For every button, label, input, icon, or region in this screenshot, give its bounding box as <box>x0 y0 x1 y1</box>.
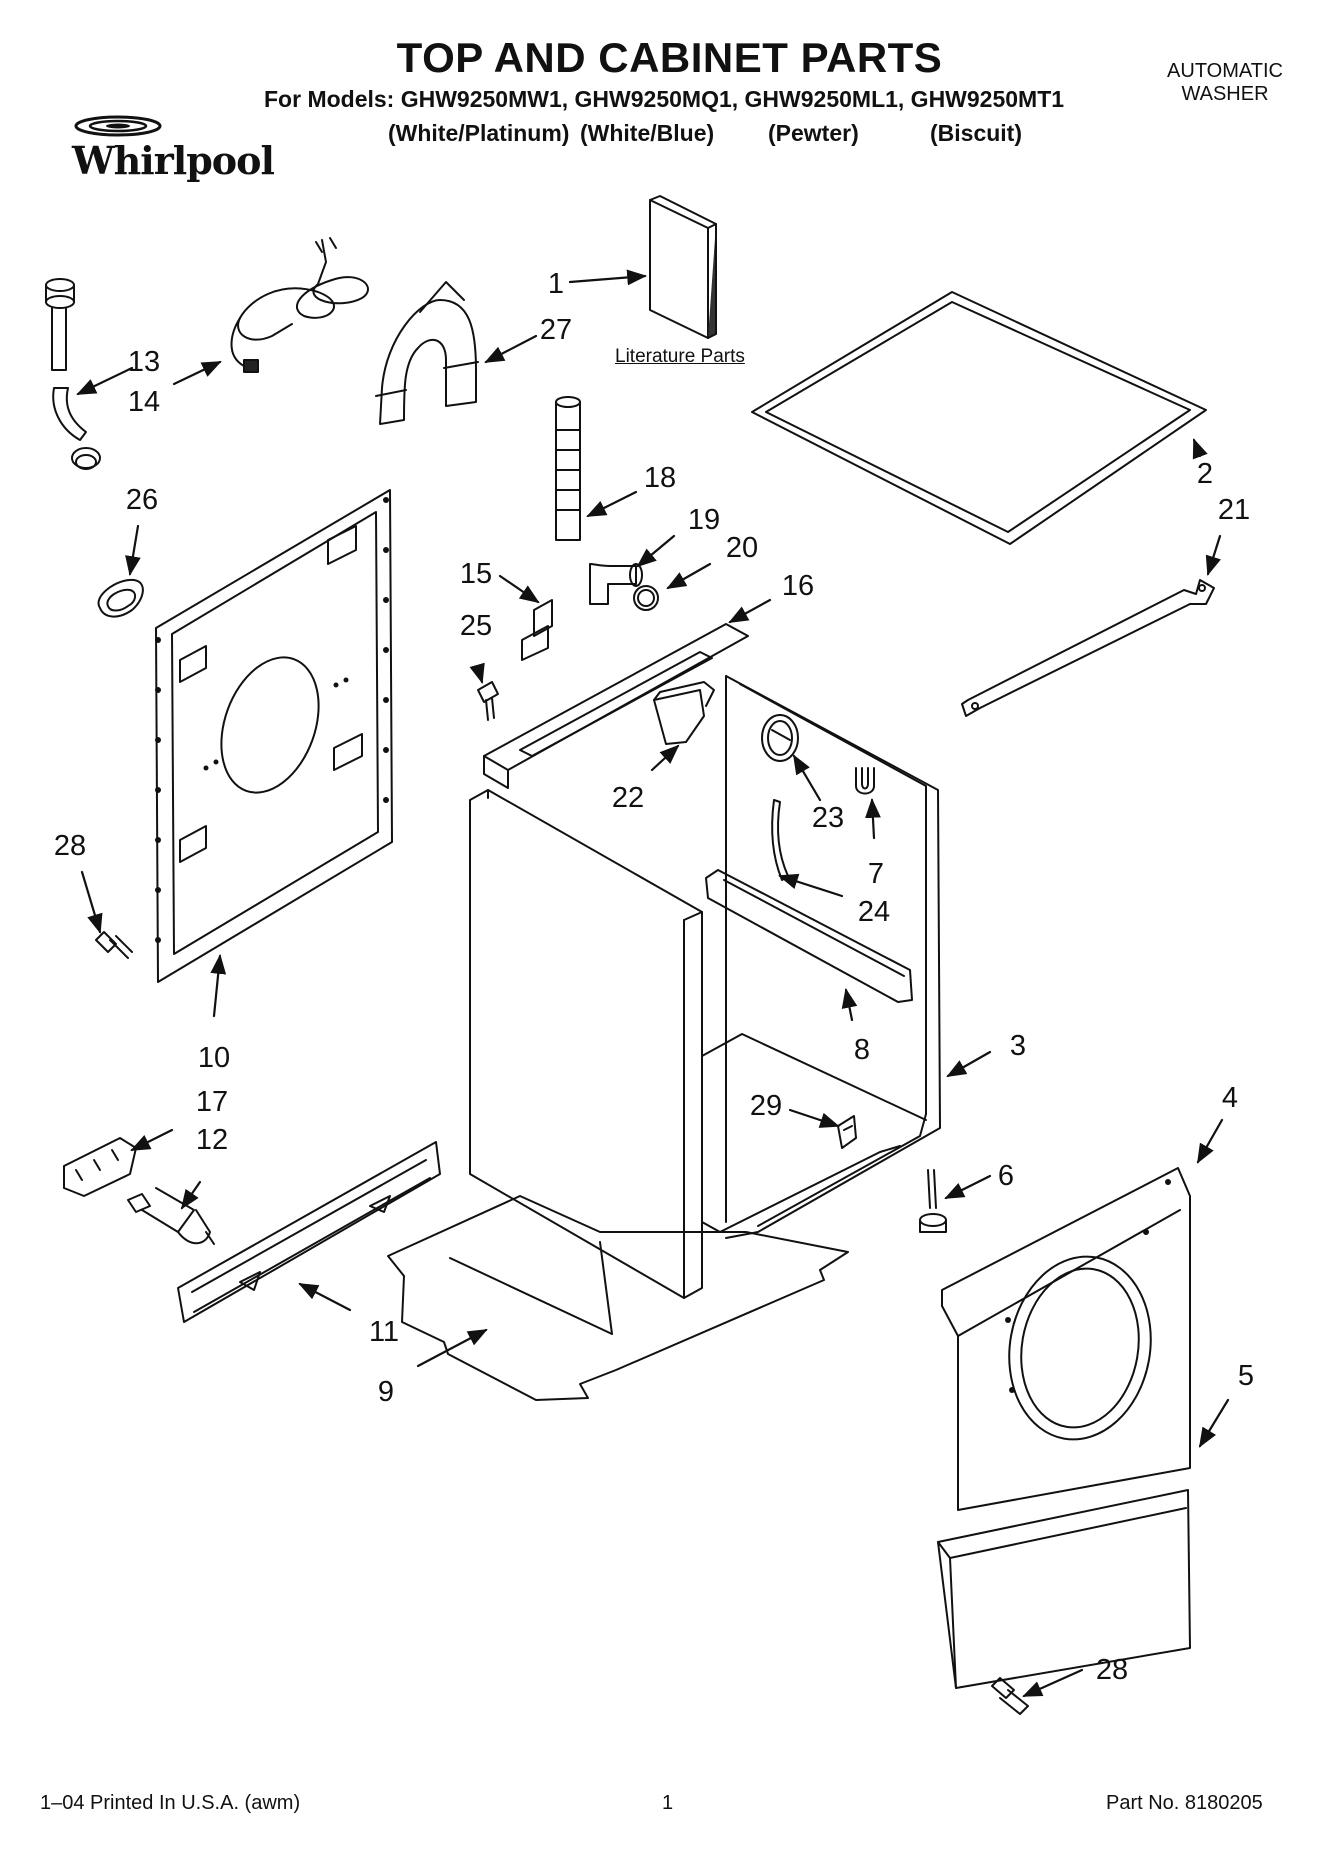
callout-11: 11 <box>368 1316 400 1348</box>
callout-25: 25 <box>459 610 493 642</box>
hose-elbow <box>589 563 659 611</box>
callout-24: 24 <box>857 896 891 928</box>
base-pad <box>387 1195 849 1401</box>
inlet-valve <box>127 1187 215 1245</box>
top-rail <box>483 623 749 789</box>
product-type-line2: WASHER <box>1181 83 1269 105</box>
leader-lines <box>76 269 1230 1698</box>
callout-15: 15 <box>459 558 493 590</box>
callout-29: 29 <box>749 1090 783 1122</box>
callout-18: 18 <box>643 462 677 494</box>
grommet <box>97 578 144 618</box>
part-number: Part No. 8180205 <box>1106 1792 1263 1814</box>
top-bracket <box>961 579 1215 717</box>
inlet-hose <box>45 278 101 470</box>
literature-pack <box>649 195 717 339</box>
callout-7: 7 <box>867 858 885 890</box>
callout-4: 4 <box>1221 1082 1239 1114</box>
lid-switch <box>653 681 715 745</box>
callout-21: 21 <box>1217 494 1251 526</box>
print-info: 1–04 Printed In U.S.A. (awm) <box>40 1792 301 1814</box>
callout-3: 3 <box>1009 1030 1027 1062</box>
hose-guide <box>375 281 479 425</box>
base-rail <box>177 1141 441 1323</box>
callout-10: 10 <box>197 1042 231 1074</box>
callout-2: 2 <box>1196 458 1214 490</box>
hose-clip <box>855 767 875 795</box>
pressure-tube <box>771 799 789 881</box>
callout-26: 26 <box>125 484 159 516</box>
color-white-blue: (White/Blue) <box>580 120 715 146</box>
callout-6: 6 <box>997 1160 1015 1192</box>
callout-14: 14 <box>127 386 161 418</box>
callout-5: 5 <box>1237 1360 1255 1392</box>
callout-17: 17 <box>195 1086 229 1118</box>
page-title: TOP AND CABINET PARTS <box>396 34 943 81</box>
callout-8: 8 <box>853 1034 871 1066</box>
color-white-platinum: (White/Platinum) <box>388 120 570 146</box>
callout-27: 27 <box>539 314 573 346</box>
color-biscuit: (Biscuit) <box>930 120 1022 146</box>
brand-swirl-icon <box>74 115 162 137</box>
literature-parts-label: Literature Parts <box>615 346 745 367</box>
drain-hose <box>555 396 581 541</box>
valve-bracket <box>63 1137 137 1197</box>
leveling-leg <box>919 1169 947 1233</box>
callout-19: 19 <box>687 504 721 536</box>
cabinet-brace <box>705 869 913 1003</box>
color-pewter: (Pewter) <box>768 120 859 146</box>
callout-22: 22 <box>611 782 645 814</box>
wire-clip <box>837 1115 857 1149</box>
pressure-switch <box>761 714 799 762</box>
page-number: 1 <box>662 1792 674 1814</box>
screw-left <box>95 931 133 959</box>
product-type: AUTOMATIC WASHER <box>1150 60 1300 106</box>
callout-16: 16 <box>781 570 815 602</box>
callout-28-bottom: 28 <box>1095 1654 1129 1686</box>
toe-panel <box>937 1489 1191 1689</box>
cabinet-side-panel <box>469 789 703 1299</box>
callout-23: 23 <box>811 802 845 834</box>
rear-panel <box>155 489 393 983</box>
callout-12: 12 <box>195 1124 229 1156</box>
screw-bottom <box>991 1677 1029 1715</box>
callout-9: 9 <box>377 1376 395 1408</box>
product-type-line1: AUTOMATIC <box>1167 60 1283 82</box>
callout-28-left: 28 <box>53 830 87 862</box>
cabinet-frame <box>701 675 941 1239</box>
callout-20: 20 <box>725 532 759 564</box>
power-cord <box>230 237 369 373</box>
front-panel <box>941 1167 1191 1511</box>
callout-1: 1 <box>547 268 565 300</box>
screw-top <box>477 681 499 721</box>
top-seal <box>751 291 1207 545</box>
callout-13: 13 <box>127 346 161 378</box>
brand-logo: Whirlpool <box>72 138 275 183</box>
model-list: For Models: GHW9250MW1, GHW9250MQ1, GHW9… <box>264 86 1065 112</box>
cord-bracket <box>521 599 553 661</box>
